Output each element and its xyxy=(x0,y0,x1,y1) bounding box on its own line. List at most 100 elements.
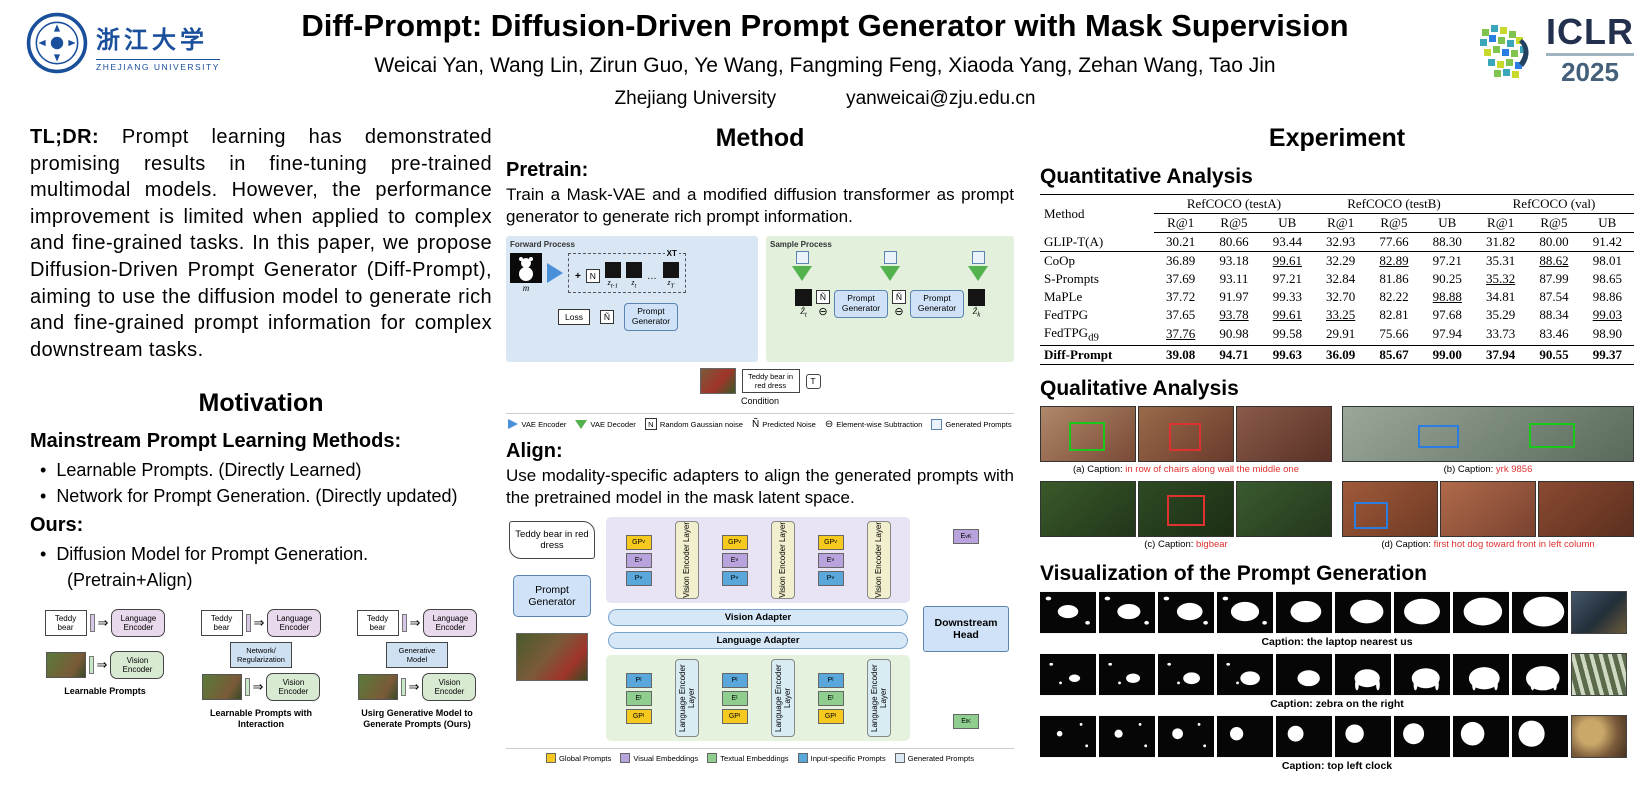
mask-image xyxy=(1217,591,1273,634)
diffusion-steps-box: XT + N zt-1 zt … zT xyxy=(568,249,686,293)
pretrain-label: Pretrain: xyxy=(506,159,589,181)
encoder-layer-box: Vision Encoder Layer xyxy=(674,521,699,600)
caption-label: (c) Caption: xyxy=(1144,538,1197,550)
metric-value-cell: 97.21 xyxy=(1420,251,1474,270)
caption-label: (d) Caption: xyxy=(1381,538,1434,550)
metric-value-cell: 75.66 xyxy=(1379,326,1409,342)
align-text: Use modality-specific adapters to align … xyxy=(506,466,1014,508)
table-metric-header: UB xyxy=(1420,213,1474,233)
mask-image xyxy=(1217,715,1273,758)
metric-value-cell: 37.94 xyxy=(1473,344,1528,365)
vae-decoder-unit xyxy=(792,251,812,282)
method-column: Method Pretrain: Train a Mask-VAE and a … xyxy=(506,124,1014,764)
bounding-box xyxy=(1169,422,1202,451)
mask-image xyxy=(1394,653,1450,696)
prompt-strip xyxy=(244,677,250,696)
caption-text: in row of chairs along wall the middle o… xyxy=(1125,463,1299,475)
motivation-subheading: Mainstream Prompt Learning Methods: xyxy=(30,430,402,453)
latent-z-square xyxy=(662,262,679,279)
mask-image xyxy=(1040,591,1096,634)
mask-input-image xyxy=(510,253,542,284)
metric-value-cell: 93.78 xyxy=(1219,307,1249,322)
metric-value-cell: 35.31 xyxy=(1473,251,1528,270)
metric-value-cell: 91.97 xyxy=(1219,289,1249,304)
condition-image xyxy=(699,368,736,395)
metric-value-cell: 97.94 xyxy=(1432,326,1462,342)
metric-value-cell: 88.62 xyxy=(1527,251,1581,270)
legend-label: Generated Prompts xyxy=(945,419,1012,429)
photo-tile xyxy=(1342,480,1438,537)
legend-item: Generated Prompts xyxy=(894,753,974,764)
metric-value-cell: 32.93 xyxy=(1326,234,1356,249)
table-metric-header: R@1 xyxy=(1313,213,1368,233)
photo-tile xyxy=(1342,405,1634,462)
legend-swatch-icon xyxy=(545,753,556,764)
legend-item: Textual Embeddings xyxy=(707,753,789,764)
metric-value-cell: 90.55 xyxy=(1527,344,1581,365)
table-metric-header: UB xyxy=(1580,213,1634,233)
bounding-box xyxy=(1354,502,1389,530)
motivation-bullet: Network for Prompt Generation. (Directly… xyxy=(40,483,492,509)
metric-value-cell: 34.81 xyxy=(1486,289,1516,304)
metric-value-cell: 80.00 xyxy=(1539,234,1569,249)
encoder-layer-label: Language Encoder Layer xyxy=(773,664,792,733)
middle-module-box: Generative Model xyxy=(386,641,448,668)
bounding-box xyxy=(1167,494,1205,526)
mask-sequence xyxy=(1040,714,1634,758)
metric-value-cell: 87.54 xyxy=(1539,289,1569,304)
legend-swatch-icon xyxy=(575,419,588,429)
latent-zhat-square xyxy=(795,289,812,307)
zhat-k-label: Ẑk xyxy=(972,306,981,319)
caption-label: (a) Caption: xyxy=(1072,463,1126,475)
legend-swatch-icon xyxy=(707,753,718,764)
legend-swatch-icon xyxy=(931,418,943,430)
method-name-cell: MaPLe xyxy=(1044,289,1083,304)
sample-process-panel: Sample Process Ẑt Ñ⊖ Prompt Generator Ñ⊖… xyxy=(766,236,1014,363)
visualization-caption: Caption: zebra on the right xyxy=(1270,697,1404,710)
legend-item: Visual Embeddings xyxy=(620,753,698,764)
metric-value-cell: 90.98 xyxy=(1219,326,1249,342)
encoder-layer-box: Language Encoder Layer xyxy=(674,659,699,738)
mask-image xyxy=(1276,653,1332,696)
metric-value-cell: 32.29 xyxy=(1313,251,1368,270)
qualitative-example: (d) Caption: first hot dog toward front … xyxy=(1342,480,1634,550)
mask-image xyxy=(1217,653,1273,696)
poster-header: 浙江大学 ZHEJIANG UNIVERSITY Diff-Prompt: Di… xyxy=(0,0,1650,120)
qualitative-example: (c) Caption: bigbear xyxy=(1040,480,1332,550)
metric-value-cell: 37.65 xyxy=(1166,307,1196,322)
input-photo xyxy=(516,633,588,682)
method-heading: Method xyxy=(715,124,805,152)
metric-value-cell: 98.90 xyxy=(1592,326,1622,342)
legend-label: VAE Encoder xyxy=(521,419,567,429)
metric-value-cell: 91.42 xyxy=(1592,234,1622,249)
metric-value-cell: 36.09 xyxy=(1313,344,1368,365)
mask-image xyxy=(1512,653,1568,696)
legend-item: Generated Prompts xyxy=(931,418,1012,430)
metric-value-cell: 93.44 xyxy=(1272,234,1302,249)
elementwise-subtraction-icon: ⊖ xyxy=(894,306,904,319)
legend-swatch-icon xyxy=(508,419,519,430)
table-metric-header: UB xyxy=(1260,213,1314,233)
tldr-label: TL;DR: xyxy=(30,126,100,148)
qualitative-example: (a) Caption: in row of chairs along wall… xyxy=(1040,405,1332,475)
diagram-caption: Usirg Generative Model to Generate Promp… xyxy=(361,707,473,729)
encoder-layer-label: Vision Encoder Layer xyxy=(874,522,883,599)
ours-list: Diffusion Model for Prompt Generation.(P… xyxy=(40,541,492,593)
prompt-strip xyxy=(401,613,407,632)
prompt-strip xyxy=(89,613,95,632)
metric-value-cell: 99.61 xyxy=(1272,307,1302,322)
downstream-head-box: Downstream Head xyxy=(923,606,1009,653)
legend-label: Generated Prompts xyxy=(907,753,974,763)
metric-value-cell: 99.58 xyxy=(1272,326,1302,342)
final-image xyxy=(1571,652,1627,696)
